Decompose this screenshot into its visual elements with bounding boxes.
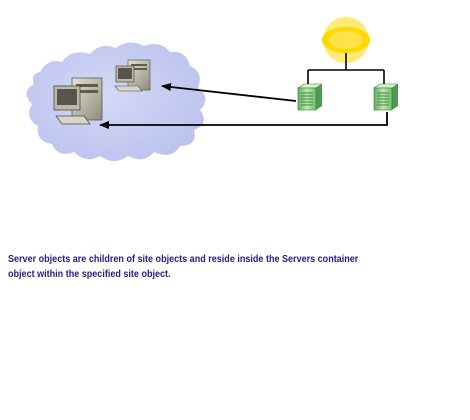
server-tower-icon (297, 83, 323, 111)
site-cloud (26, 42, 206, 161)
desktop-computer-icon (114, 59, 151, 92)
server-tower-icon (373, 83, 399, 111)
sun-icon (322, 17, 370, 63)
diagram-caption: Server objects are children of site obje… (8, 253, 359, 280)
desktop-computer-icon (53, 77, 103, 125)
arrow-server-to-lower-computer (99, 112, 388, 129)
arrow-server-to-upper-computer (161, 83, 297, 102)
hierarchy-lines (307, 53, 385, 84)
